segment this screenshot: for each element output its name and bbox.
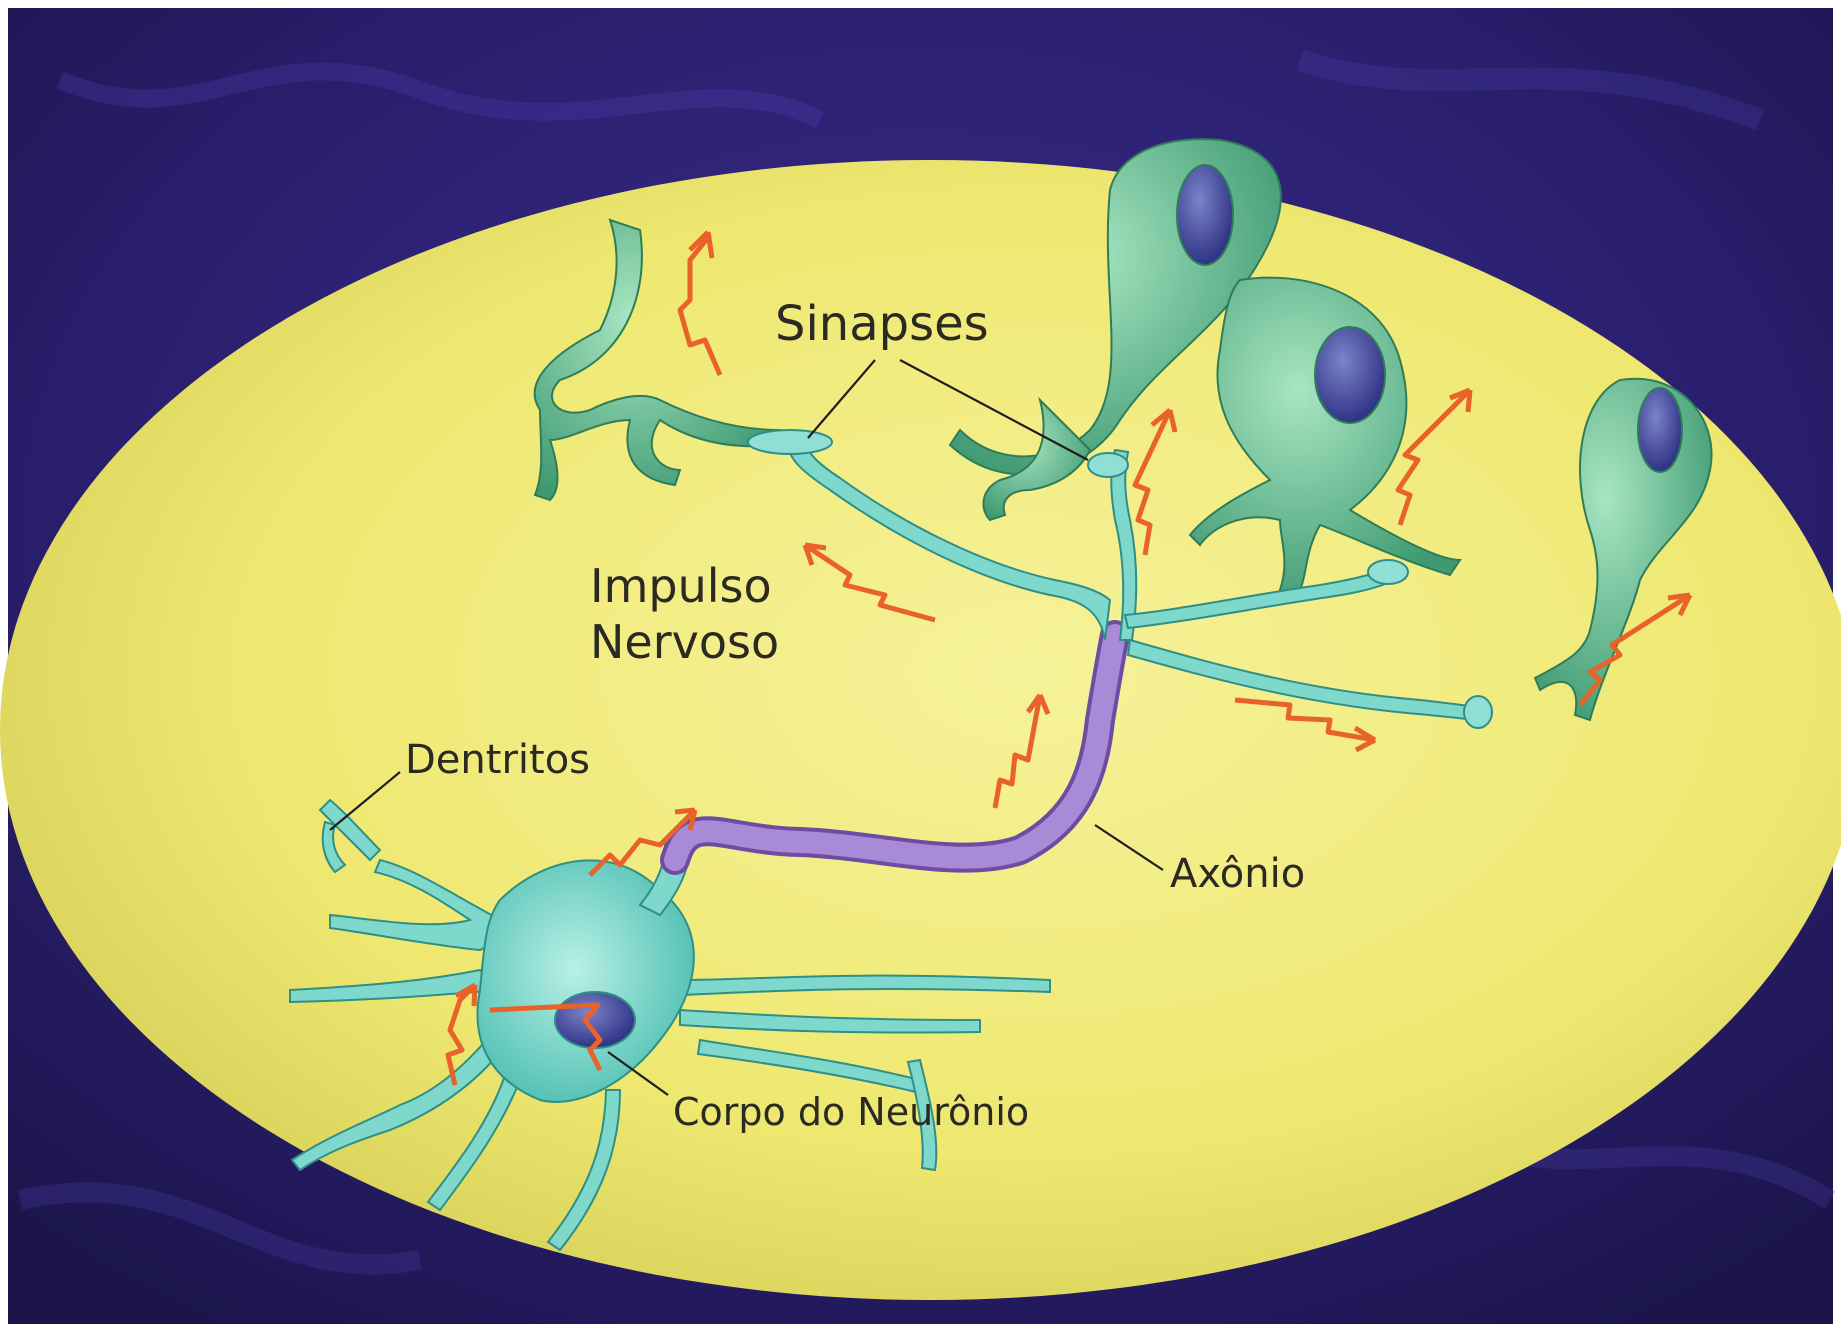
label-sinapses: Sinapses	[775, 296, 989, 352]
label-nervoso: Nervoso	[590, 615, 779, 669]
nucleus	[555, 992, 635, 1048]
label-corpo-do-neuronio: Corpo do Neurônio	[673, 1090, 1029, 1134]
label-impulso: Impulso	[590, 559, 772, 613]
label-axonio: Axônio	[1170, 851, 1305, 897]
label-dentritos: Dentritos	[405, 737, 590, 783]
